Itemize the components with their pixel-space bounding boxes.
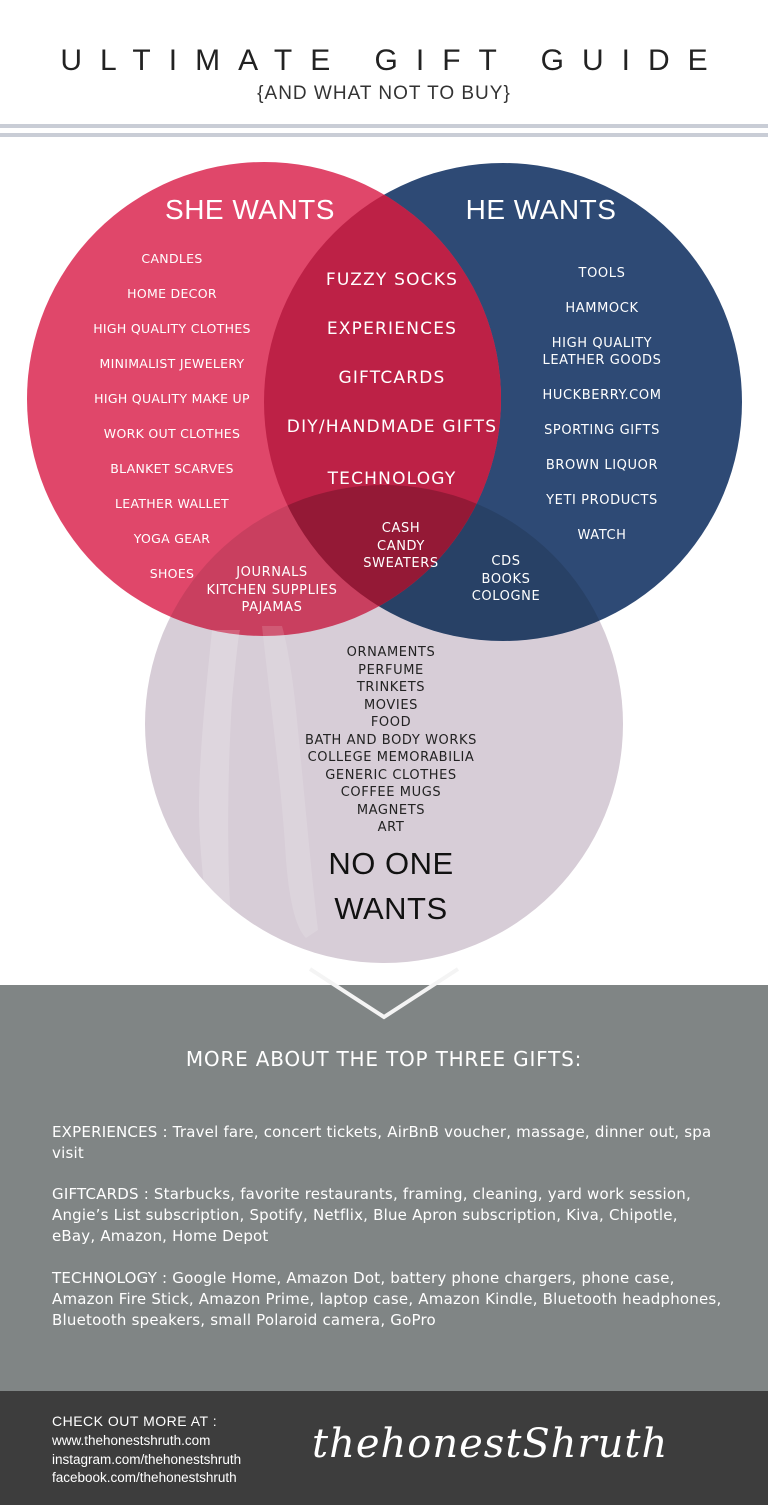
both-item: TECHNOLOGY (327, 469, 457, 489)
noone-item: TRINKETS (356, 680, 426, 695)
she-item: CANDLES (141, 251, 203, 266)
he-item: HUCKBERRY.COM (542, 388, 662, 403)
noone-item: MOVIES (363, 697, 419, 713)
he-wants-heading: HE WANTS (465, 194, 617, 225)
she-item: HOME DECOR (127, 286, 217, 301)
she-item: MINIMALIST JEWELERY (99, 356, 245, 371)
she-noone-item: PAJAMAS (241, 600, 303, 615)
he-noone-item: BOOKS (481, 571, 531, 587)
she-item: HIGH QUALITY MAKE UP (94, 391, 250, 406)
all-three-item: CANDY (377, 538, 425, 554)
noone-item: FOOD (370, 715, 412, 730)
scarf-graphic (199, 630, 240, 940)
all-three-item: SWEATERS (363, 556, 439, 571)
footer-heading: CHECK OUT MORE AT : (52, 1413, 218, 1429)
she-item: WORK OUT CLOTHES (103, 426, 241, 441)
gift-detail-paragraph: TECHNOLOGY : Google Home, Amazon Dot, ba… (52, 1269, 722, 1329)
divider-line (0, 124, 768, 128)
he-noone-item: COLOGNE (471, 589, 541, 604)
she-he-overlap (264, 163, 501, 636)
both-item: EXPERIENCES (326, 319, 458, 339)
footer-link-instagram[interactable]: instagram.com/thehonestshruth (52, 1452, 242, 1467)
she-noone-item: JOURNALS (236, 565, 308, 580)
he-item: HIGH QUALITY LEATHER GOODS (542, 336, 662, 368)
she-item: BLANKET SCARVES (110, 461, 234, 476)
brand-logo: thehonestShruth (312, 1421, 669, 1467)
footer-link-facebook[interactable]: facebook.com/thehonestshruth (52, 1470, 237, 1485)
he-item: BROWN LIQUOR (545, 458, 659, 473)
noone-item: ART (377, 820, 405, 835)
divider-line (0, 133, 768, 137)
header: ULTIMATE GIFT GUIDE {AND WHAT NOT TO BUY… (0, 0, 768, 125)
gift-detail-paragraph: GIFTCARDS : Starbucks, favorite restaura… (52, 1185, 691, 1245)
footer: CHECK OUT MORE AT : www.thehonestshruth.… (0, 1391, 768, 1505)
he-item: SPORTING GIFTS (544, 423, 660, 438)
both-item: GIFTCARDS (338, 368, 446, 388)
noone-item: COLLEGE MEMORABILIA (307, 750, 475, 765)
scarf-graphic (262, 626, 318, 938)
he-noone-item: CDS (491, 554, 521, 569)
he-item: TOOLS (578, 266, 626, 281)
noone-item: MAGNETS (356, 802, 426, 818)
noone-item: PERFUME (358, 662, 424, 678)
gift-detail-paragraph: EXPERIENCES : Travel fare, concert ticke… (52, 1123, 712, 1162)
all-three-item: CASH (381, 521, 421, 536)
she-item: YOGA GEAR (133, 531, 211, 546)
footer-link-website[interactable]: www.thehonestshruth.com (52, 1433, 211, 1448)
venn-circles (27, 162, 742, 963)
page-title: ULTIMATE GIFT GUIDE (60, 44, 726, 77)
she-noone-item: KITCHEN SUPPLIES (206, 582, 338, 598)
he-item: WATCH (577, 528, 627, 543)
she-wants-heading: SHE WANTS (165, 194, 335, 225)
chevron-down-icon (308, 967, 460, 1020)
she-item: HIGH QUALITY CLOTHES (93, 321, 251, 336)
noone-item: GENERIC CLOTHES (325, 767, 457, 783)
noone-item: BATH AND BODY WORKS (304, 732, 478, 748)
he-item: HAMMOCK (565, 301, 639, 316)
he-item: YETI PRODUCTS (546, 493, 658, 508)
top-gifts-title: MORE ABOUT THE TOP THREE GIFTS: (185, 1047, 583, 1071)
she-item: SHOES (149, 566, 195, 581)
both-item: DIY/HANDMADE GIFTS (286, 417, 498, 437)
noone-item: ORNAMENTS (346, 645, 436, 660)
both-item: FUZZY SOCKS (325, 270, 459, 290)
she-item: LEATHER WALLET (115, 496, 229, 511)
venn-diagram: SHE WANTS HE WANTS CANDLES HOME DECOR HI… (0, 140, 768, 985)
top-gifts-section: MORE ABOUT THE TOP THREE GIFTS: EXPERIEN… (0, 967, 768, 1391)
page-subtitle: {AND WHAT NOT TO BUY} (257, 83, 511, 104)
noone-wants-heading: NO ONE WANTS (328, 846, 454, 926)
noone-item: COFFEE MUGS (340, 785, 442, 800)
